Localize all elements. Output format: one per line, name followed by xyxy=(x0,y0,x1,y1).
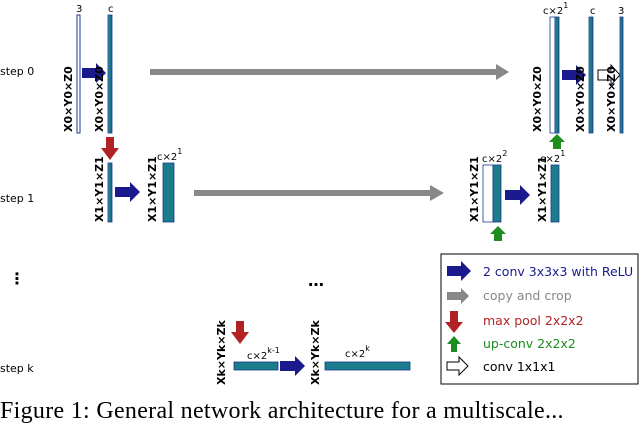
output-channels-label: 3 xyxy=(618,6,624,17)
size-label-sk-b: Xk×Yk×Zk xyxy=(309,320,322,385)
concat-white-s1 xyxy=(482,164,494,223)
channels-ck-label: c×2k xyxy=(345,344,370,360)
conv-arrow-icon xyxy=(505,185,530,205)
step-k-label: step k xyxy=(0,362,34,375)
input-volume xyxy=(76,14,81,134)
step-0-label: step 0 xyxy=(0,65,34,78)
legend-item-copy: copy and crop xyxy=(483,288,572,303)
figure-caption: Figure 1: General network architecture f… xyxy=(0,398,564,424)
feature-map-s1-c xyxy=(107,162,113,223)
size-label-s1-d: X1×Y1×Z1 xyxy=(536,156,549,222)
size-label-s1-b: X1×Y1×Z1 xyxy=(146,156,159,222)
concat-fm-s0 xyxy=(554,16,560,134)
conv-arrow-icon xyxy=(562,65,586,85)
conv1x1-arrow-icon xyxy=(597,63,621,87)
feature-map-s1-out xyxy=(550,164,560,223)
channels-c-label: c xyxy=(108,4,114,15)
horizontal-ellipsis: … xyxy=(308,271,324,290)
channels-ck1-label: c×2k-1 xyxy=(247,346,280,362)
copy-arrow-icon xyxy=(194,185,444,201)
conv1x1-arrow-icon xyxy=(446,355,469,377)
feature-map-sk-b xyxy=(324,361,411,371)
output-map-s0 xyxy=(619,16,624,134)
maxpool-arrow-icon xyxy=(231,321,249,344)
channels-c2-label-top: c×21 xyxy=(543,1,568,17)
channels-c2-label-s1: c×21 xyxy=(157,147,182,163)
legend: 2 conv 3x3x3 with ReLU copy and crop max… xyxy=(440,253,639,385)
conv-arrow-icon xyxy=(82,63,106,83)
conv-arrow-icon xyxy=(280,356,305,376)
conv-arrow-icon xyxy=(115,182,140,202)
size-label-sk-a: Xk×Yk×Zk xyxy=(215,320,228,385)
copy-arrow-icon xyxy=(150,64,509,80)
size-label-s0-d: X0×Y0×Z0 xyxy=(574,66,587,132)
legend-box xyxy=(440,253,639,385)
step-1-label: step 1 xyxy=(0,192,34,205)
size-label-s1-c: X1×Y1×Z1 xyxy=(468,156,481,222)
copy-arrow-icon xyxy=(447,288,469,304)
size-label-s0-e: X0×Y0×Z0 xyxy=(605,66,618,132)
upconv-arrow-icon xyxy=(490,226,506,241)
maxpool-arrow-icon xyxy=(445,311,463,333)
feature-map-s0-c xyxy=(107,14,113,134)
legend-item-conv1x1: conv 1x1x1 xyxy=(483,359,555,374)
concat-fm-s1 xyxy=(492,164,502,223)
size-label-s0-b: X0×Y0×Z0 xyxy=(93,66,106,132)
size-label-s0-c: X0×Y0×Z0 xyxy=(531,66,544,132)
channels-c22-label: c×22 xyxy=(482,149,507,165)
channels-c2-label-mid: c×21 xyxy=(540,149,565,165)
channels-c-label-out: c xyxy=(590,6,596,17)
upconv-arrow-icon xyxy=(447,336,461,352)
maxpool-arrow-icon xyxy=(101,137,119,160)
input-channels-label: 3 xyxy=(76,4,82,15)
size-label-s1-a: X1×Y1×Z1 xyxy=(93,156,106,222)
feature-map-s1-c2 xyxy=(162,162,175,223)
legend-item-conv: 2 conv 3x3x3 with ReLU xyxy=(483,264,633,279)
conv-arrow-icon xyxy=(447,261,471,281)
legend-item-maxpool: max pool 2x2x2 xyxy=(483,313,584,328)
feature-map-s0-out-c xyxy=(588,16,594,134)
concat-white-s0 xyxy=(549,16,556,134)
unet-diagram: step 0 step 1 step k ⋮ … 3 X0×Y0×Z0 c X0… xyxy=(0,1,639,385)
upconv-arrow-icon xyxy=(549,134,565,149)
vertical-ellipsis: ⋮ xyxy=(9,269,25,288)
feature-map-sk-a xyxy=(233,361,279,371)
size-label-s0-a: X0×Y0×Z0 xyxy=(62,66,75,132)
legend-item-upconv: up-conv 2x2x2 xyxy=(483,336,576,351)
